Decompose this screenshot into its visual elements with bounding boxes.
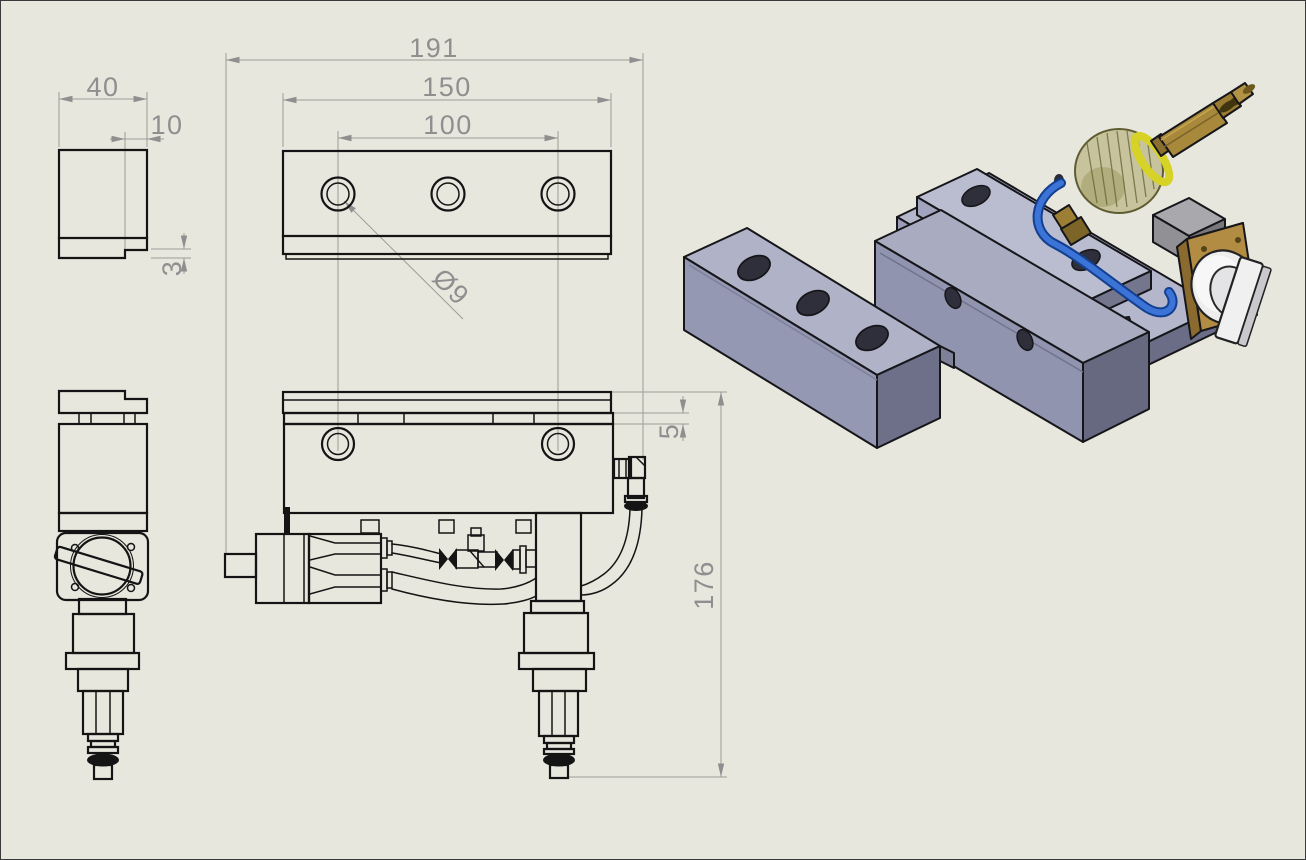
iso-knob-lever: [1214, 256, 1272, 348]
dimension-lines: [58, 53, 727, 778]
dim-rail-gap: 5: [654, 423, 684, 440]
dim-overall-height: 176: [689, 560, 719, 610]
dim-hole-spacing: 100: [423, 110, 473, 140]
top-view: [281, 149, 613, 260]
dim-plate-length: 150: [422, 72, 472, 102]
dim-overall-width: 191: [409, 33, 459, 63]
dim-hole-diameter: Ø9: [427, 263, 476, 312]
dim-profile-width: 40: [86, 72, 119, 102]
profile-view: [57, 148, 149, 260]
front-view: [223, 390, 649, 780]
side-view-lever: [53, 545, 144, 585]
dimension-labels: 191 150 100 40 10 3 5 176 Ø9: [86, 33, 719, 610]
side-view: [53, 389, 150, 781]
dim-profile-lip: 3: [157, 260, 187, 277]
iso-render: [683, 82, 1272, 449]
dim-profile-step: 10: [150, 110, 183, 140]
